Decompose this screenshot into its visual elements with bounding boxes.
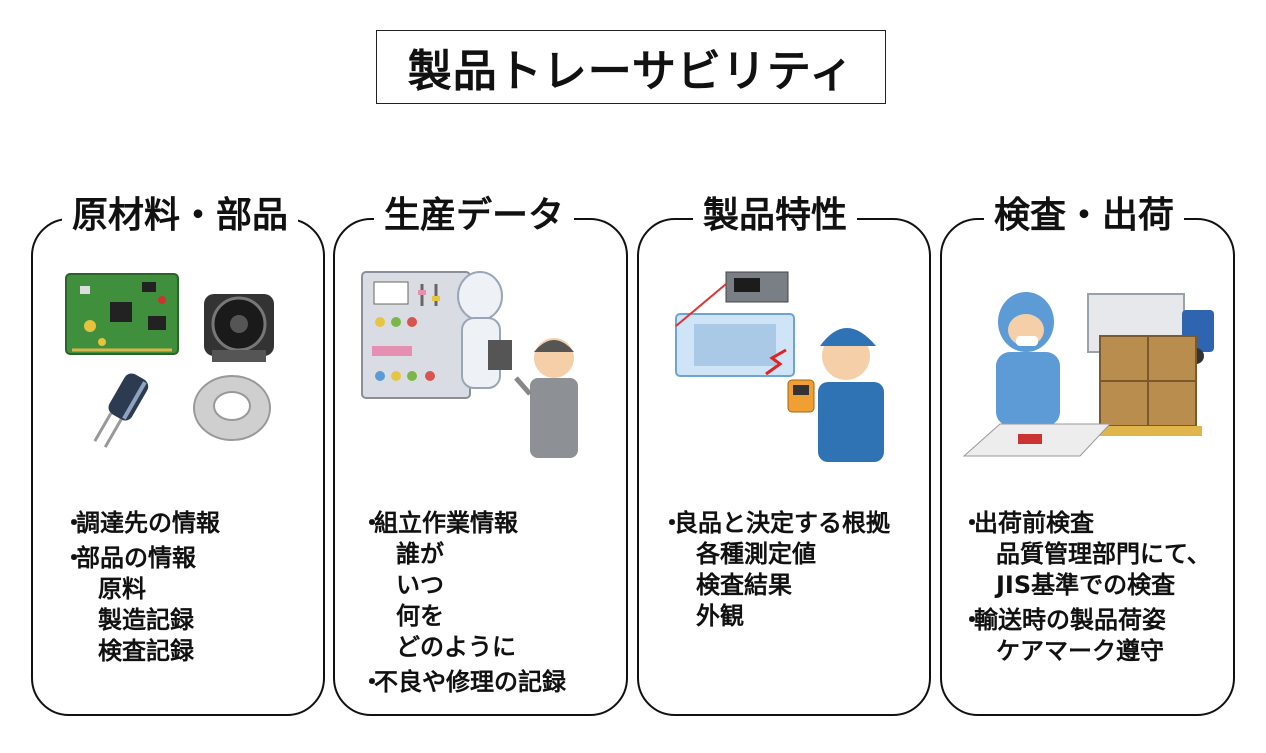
- production-list: ・組立作業情報 誰が いつ 何を どのように ・不良や修理の記録: [360, 508, 566, 702]
- characteristics-illustration: [675, 271, 884, 462]
- list-item: ・輸送時の製品荷姿 ケアマーク遵守: [960, 605, 1211, 667]
- inspector-cleanroom-icon: [996, 292, 1060, 426]
- circuit-board-icon: [65, 273, 179, 355]
- worker-icon: [514, 338, 578, 458]
- inspector-icon: [765, 328, 884, 462]
- characteristics-list: ・良品と決定する根拠 各種測定値 検査結果 外観: [660, 508, 890, 636]
- sub-item: ケアマーク遵守: [996, 637, 1164, 665]
- list-item: ・出荷前検査 品質管理部門にて、 JIS基準での検査: [960, 509, 1211, 599]
- shipping-illustration: [962, 292, 1214, 457]
- list-item: ・調達先の情報: [62, 509, 220, 537]
- panel-title-production: 生産データ: [374, 188, 575, 244]
- sub-item: 製造記録: [98, 606, 194, 634]
- list-item: ・部品の情報 原料 製造記録 検査記録: [62, 543, 220, 667]
- list-item: ・不良や修理の記録: [360, 668, 566, 696]
- sub-item: 原料: [98, 575, 146, 603]
- bearing-icon: [193, 375, 271, 441]
- production-illustration: [361, 271, 578, 458]
- cardboard-boxes-icon: [1094, 335, 1202, 436]
- worker-cleanroom-icon: [457, 271, 512, 389]
- sub-item: 品質管理部門にて、: [996, 540, 1211, 568]
- list-item: ・組立作業情報 誰が いつ 何を どのように: [360, 508, 566, 663]
- materials-list: ・調達先の情報 ・部品の情報 原料 製造記録 検査記録: [62, 508, 220, 671]
- sub-item: どのように: [396, 633, 516, 661]
- sub-item: 外観: [696, 602, 744, 630]
- shipping-list: ・出荷前検査 品質管理部門にて、 JIS基準での検査 ・輸送時の製品荷姿 ケアマ…: [960, 508, 1211, 671]
- sub-item: 誰が: [396, 540, 444, 568]
- capacitor-icon: [93, 373, 149, 448]
- inspection-table-icon: [962, 423, 1112, 457]
- panel-title-characteristics: 製品特性: [693, 188, 858, 244]
- panel-title-materials: 原材料・部品: [62, 188, 299, 244]
- speaker-icon: [204, 294, 274, 362]
- page-title: 製品トレーサビリティ: [376, 30, 886, 104]
- sub-item: 検査結果: [696, 571, 792, 599]
- sub-item: いつ: [396, 571, 444, 599]
- panel-title-shipping: 検査・出荷: [984, 188, 1185, 244]
- parts-illustration: [65, 273, 274, 448]
- list-item: ・良品と決定する根拠 各種測定値 検査結果 外観: [660, 509, 890, 630]
- sub-item: JIS基準での検査: [996, 571, 1176, 599]
- sub-item: 各種測定値: [696, 540, 816, 568]
- sub-item: 何を: [396, 602, 444, 630]
- test-equipment-icon: [675, 271, 795, 377]
- sub-item: 検査記録: [98, 637, 194, 665]
- control-panel-icon: [361, 271, 471, 399]
